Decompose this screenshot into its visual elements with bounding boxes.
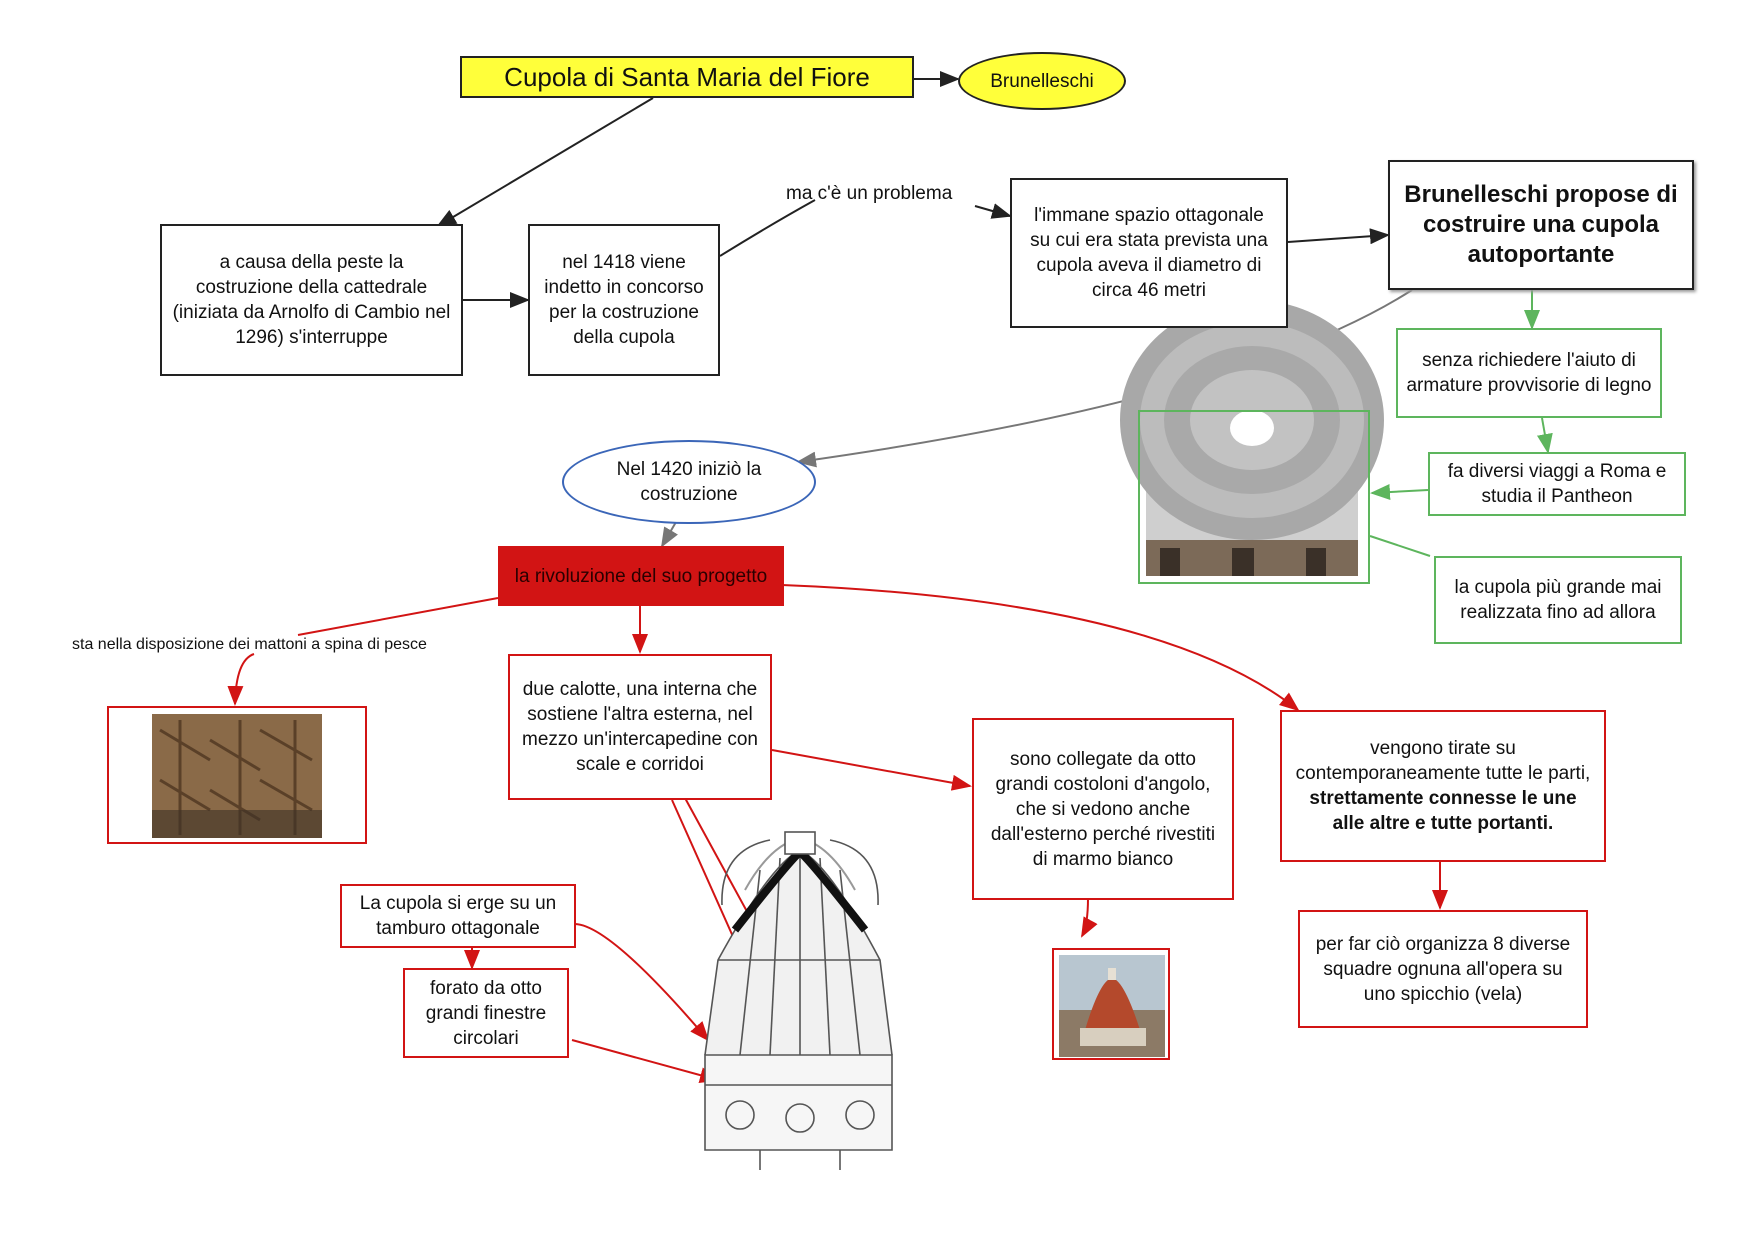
- red-connectors: [227, 584, 1448, 1083]
- florence-duomo-image: [1059, 955, 1165, 1057]
- pantheon-image: [1120, 300, 1384, 576]
- title-box: Cupola di Santa Maria del Fiore: [460, 56, 914, 98]
- florence-frame: [1052, 948, 1170, 1060]
- node-costoloni: sono collegate da otto grandi costoloni …: [972, 718, 1234, 900]
- node-finestre: forato da otto grandi finestre circolari: [403, 968, 569, 1058]
- pantheon-frame: [1138, 410, 1370, 584]
- node-inizio: Nel 1420 iniziò la costruzione: [562, 440, 816, 524]
- label-mattoni: sta nella disposizione dei mattoni a spi…: [72, 636, 427, 653]
- node-proposta: Brunelleschi propose di costruire una cu…: [1388, 160, 1694, 290]
- node-viaggi: fa diversi viaggi a Roma e studia il Pan…: [1428, 452, 1686, 516]
- node-spazio: l'immane spazio ottagonale su cui era st…: [1010, 178, 1288, 328]
- node-armature: senza richiedere l'aiuto di armature pro…: [1396, 328, 1662, 418]
- dome-drawing: [704, 831, 893, 1170]
- node-rivoluzione: la rivoluzione del suo progetto: [498, 546, 784, 606]
- author-oval: Brunelleschi: [958, 52, 1126, 110]
- node-calotte: due calotte, una interna che sostiene l'…: [508, 654, 772, 800]
- title-text: Cupola di Santa Maria del Fiore: [504, 61, 870, 92]
- node-peste: a causa della peste la costruzione della…: [160, 224, 463, 376]
- author-text: Brunelleschi: [990, 70, 1094, 92]
- node-tirate: vengono tirate su contemporaneamente tut…: [1280, 710, 1606, 862]
- black-connectors: [436, 71, 1390, 308]
- node-concorso: nel 1418 viene indetto in concorso per l…: [528, 224, 720, 376]
- herringbone-bricks-image: [152, 714, 322, 838]
- bricks-frame: [107, 706, 367, 844]
- label-problema: ma c'è un problema: [786, 183, 953, 204]
- green-connectors: [1369, 290, 1553, 557]
- node-tamburo: La cupola si erge su un tamburo ottagona…: [340, 884, 576, 948]
- node-squadre: per far ciò organizza 8 diverse squadre …: [1298, 910, 1588, 1028]
- node-cupola-grande: la cupola più grande mai realizzata fino…: [1434, 556, 1682, 644]
